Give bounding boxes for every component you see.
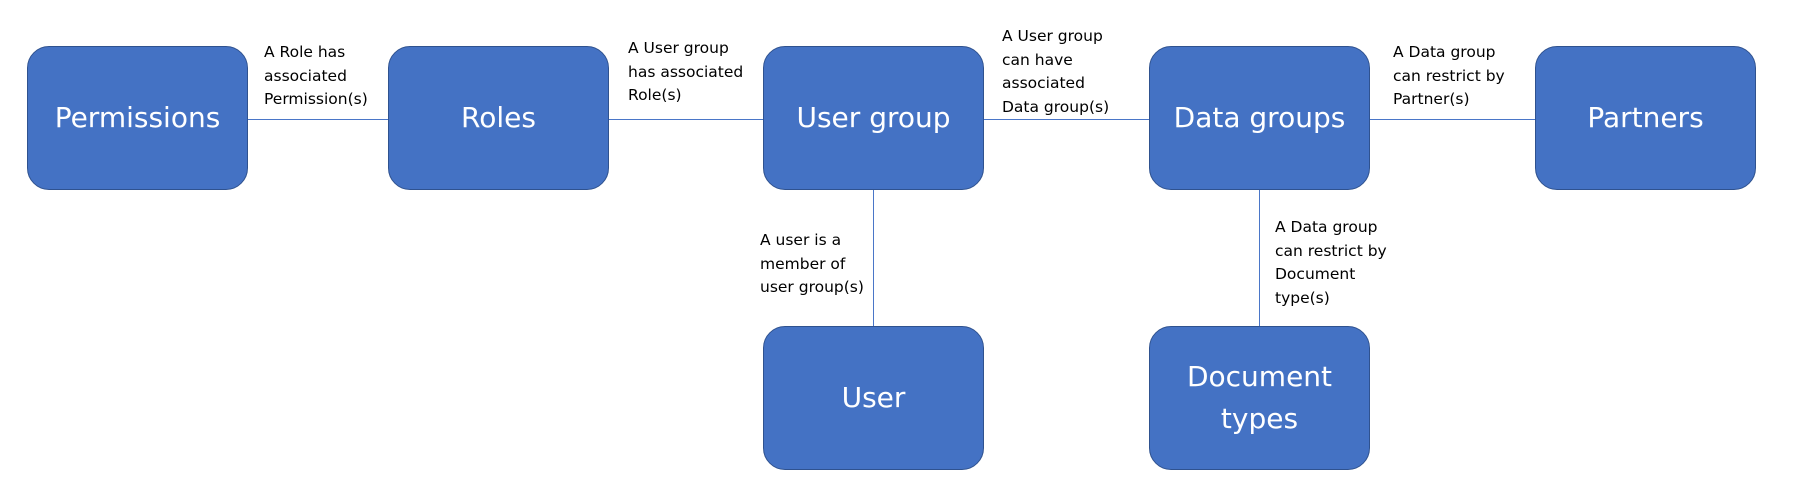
edge-label-line: type(s) <box>1275 288 1330 307</box>
node-permissions-label: Permissions <box>54 101 221 134</box>
node-user[interactable]: User <box>763 326 984 470</box>
node-partners[interactable]: Partners <box>1535 46 1756 190</box>
connector-roles-user-group <box>609 119 763 120</box>
node-roles-label: Roles <box>461 101 536 134</box>
node-document-types[interactable]: Document types <box>1149 326 1370 470</box>
node-document-types-label: Document types <box>1186 360 1333 435</box>
node-permissions[interactable]: Permissions <box>27 46 248 190</box>
edge-label-line: associated <box>1002 74 1085 92</box>
edge-label-line: Document <box>1275 265 1356 283</box>
edge-label-line: can restrict by <box>1393 66 1505 85</box>
edge-label-line: Role(s) <box>628 86 682 104</box>
edge-label-user-group-roles: A User group has associated Role(s) <box>628 37 743 108</box>
edge-label-user-user-group: A user is a member of user group(s) <box>760 229 864 300</box>
connector-permissions-roles <box>248 119 388 120</box>
edge-label-line: A Data group <box>1393 43 1496 61</box>
edge-label-line: A user is a <box>760 231 842 249</box>
edge-label-line: can have <box>1002 50 1073 69</box>
node-data-groups[interactable]: Data groups <box>1149 46 1370 190</box>
edge-label-user-group-data-groups: A User group can have associated Data gr… <box>1002 25 1109 119</box>
connector-data-groups-document-types <box>1259 190 1260 326</box>
edge-label-line: user group(s) <box>760 278 864 296</box>
node-data-groups-label: Data groups <box>1173 101 1346 134</box>
edge-label-line: Permission(s) <box>264 90 368 108</box>
edge-label-line: A User group <box>1002 27 1103 45</box>
connector-user-group-user <box>873 190 874 326</box>
edge-label-data-groups-partners: A Data group can restrict by Partner(s) <box>1393 41 1505 112</box>
edge-label-line: A Role has <box>264 43 346 61</box>
edge-label-line: can restrict by <box>1275 241 1387 260</box>
connector-user-group-data-groups <box>984 119 1149 120</box>
edge-label-data-groups-document-types: A Data group can restrict by Document ty… <box>1275 216 1387 310</box>
connector-data-groups-partners <box>1370 119 1535 120</box>
node-roles[interactable]: Roles <box>388 46 609 190</box>
edge-label-line: member of <box>760 254 846 273</box>
node-partners-label: Partners <box>1587 101 1704 134</box>
node-user-label: User <box>841 381 906 414</box>
node-user-group-label: User group <box>796 101 951 134</box>
edge-label-line: Data group(s) <box>1002 97 1110 116</box>
node-user-group[interactable]: User group <box>763 46 984 190</box>
edge-label-roles-permissions: A Role has associated Permission(s) <box>264 41 368 112</box>
edge-label-line: A Data group <box>1275 218 1378 236</box>
edge-label-line: A User group <box>628 39 729 57</box>
edge-label-line: has associated <box>628 62 744 81</box>
edge-label-line: associated <box>264 66 347 85</box>
edge-label-line: Partner(s) <box>1393 90 1470 108</box>
